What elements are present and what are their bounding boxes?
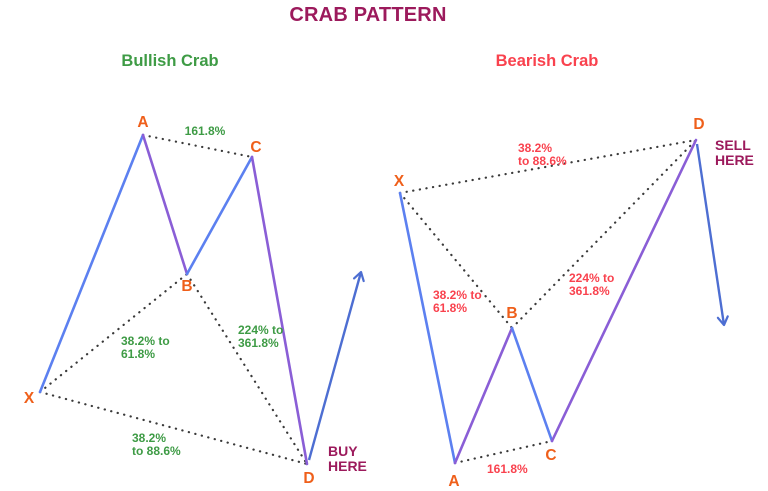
bearish-crab-ratio-label-3: 161.8% [487, 462, 528, 476]
bearish-crab-point-label-x: X [394, 173, 405, 190]
bearish-crab-point-label-d: D [693, 116, 704, 133]
bearish-crab-leg-bc [510, 326, 554, 443]
bullish-crab-retracement-line-ac [141, 133, 254, 159]
bullish-crab-retracement-line-xb [38, 272, 189, 394]
page-title: CRAB PATTERN [289, 4, 447, 26]
bearish-crab-point-label-c: C [545, 447, 556, 464]
bullish-crab-point-label-b: B [181, 278, 192, 295]
bullish-crab-leg-bc [185, 155, 254, 276]
bullish-crab-point-label-d: D [303, 470, 314, 487]
bullish-crab-direction-arrow-icon [307, 270, 365, 461]
bullish-crab-retracement-line-bd [185, 272, 309, 466]
bullish-crab-leg-xa [38, 133, 145, 394]
bearish-crab-point-label-b: B [506, 305, 517, 322]
bearish-crab-retracement-line-ac [453, 439, 554, 465]
bearish-crab-leg-xa [398, 191, 457, 465]
bullish-crab-ratio-label-3: 38.2%to 88.6% [132, 431, 181, 458]
bearish-crab-retracement-line-xb [398, 191, 514, 330]
bullish-crab-leg-cd [250, 155, 309, 466]
bearish-crab-direction-arrow-icon [695, 143, 729, 327]
bullish-crab-retracement-line-xd [38, 390, 309, 466]
bullish-crab-point-label-a: A [137, 114, 148, 131]
bullish-crab-point-label-c: C [250, 139, 261, 156]
bullish-crab-ratio-label-0: 161.8% [185, 124, 226, 138]
bullish-crab-subtitle: Bullish Crab [121, 52, 219, 70]
bearish-crab-leg-cd [550, 138, 698, 443]
bearish-crab-subtitle: Bearish Crab [495, 52, 599, 70]
bullish-crab-leg-ab [141, 133, 189, 276]
bearish-crab-leg-ab [453, 326, 514, 465]
bearish-crab-ratio-label-0: 38.2%to 88.6% [518, 141, 567, 168]
bullish-crab-point-label-x: X [24, 390, 35, 407]
bearish-crab-point-label-a: A [448, 473, 459, 490]
